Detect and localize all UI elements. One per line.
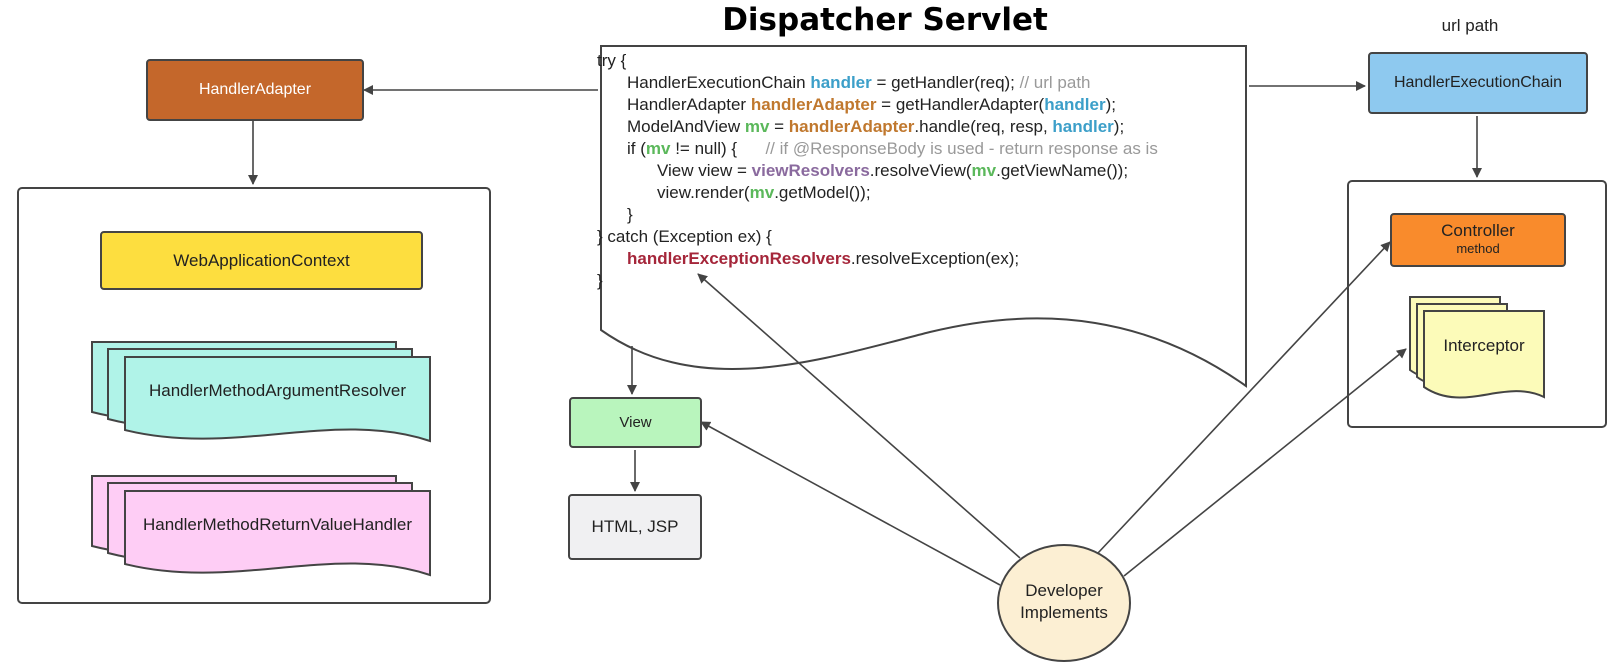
code-token: HandlerAdapter — [627, 95, 751, 114]
dispatcher-servlet-shape — [600, 45, 1247, 388]
code-token-mv: mv — [645, 139, 671, 158]
interceptor-label: Interceptor — [1443, 336, 1525, 355]
code-comment: // url path — [1019, 73, 1091, 92]
arrow-developer-to-controller — [1097, 241, 1391, 554]
code-token: ); — [1113, 117, 1125, 136]
code-token: .getViewName()); — [996, 161, 1129, 180]
code-token-handler-adapter: handlerAdapter — [788, 117, 915, 136]
code-line-11: } — [597, 270, 1217, 292]
developer-line: Developer — [1025, 581, 1103, 600]
code-line-5: if (mv != null) { // if @ResponseBody is… — [597, 138, 1217, 160]
code-token: if ( — [627, 139, 646, 158]
code-token: .resolveException(ex); — [850, 249, 1020, 268]
code-token: } — [597, 271, 603, 290]
code-token: = getHandlerAdapter( — [876, 95, 1045, 114]
code-token-handler: handler — [1044, 95, 1106, 114]
web-application-context-label: WebApplicationContext — [173, 250, 350, 270]
code-token: = — [769, 117, 789, 136]
return-value-handler-stack — [91, 475, 431, 577]
code-token-handler-adapter: handlerAdapter — [750, 95, 877, 114]
html-jsp-box: HTML, JSP — [568, 494, 702, 560]
code-token: ModelAndView — [627, 117, 745, 136]
code-line-3: HandlerAdapter handlerAdapter = getHandl… — [597, 94, 1217, 116]
code-line-9: } catch (Exception ex) { — [597, 226, 1217, 248]
code-token-handler: handler — [1052, 117, 1114, 136]
code-token: } catch (Exception ex) { — [597, 227, 772, 246]
code-token: try { — [597, 51, 627, 70]
code-line-1: try { — [597, 50, 1217, 72]
code-line-2: HandlerExecutionChain handler = getHandl… — [597, 72, 1217, 94]
code-token-mv: mv — [744, 117, 770, 136]
code-token: = getHandler(req); — [871, 73, 1020, 92]
implements-line: Implements — [1020, 603, 1108, 622]
code-token: .getModel()); — [774, 183, 871, 202]
code-token: } — [627, 205, 633, 224]
code-line-8: } — [597, 204, 1217, 226]
arrow-developer-to-view — [700, 421, 1001, 586]
code-token: .handle(req, resp, — [914, 117, 1053, 136]
developer-implements-label: Developer Implements — [1000, 580, 1128, 624]
controller-box: Controller method — [1390, 213, 1566, 267]
code-token-view-resolvers: viewResolvers — [751, 161, 870, 180]
handler-adapter-label: HandlerAdapter — [198, 81, 312, 98]
view-box: View — [569, 397, 702, 448]
left-container — [17, 187, 491, 604]
code-line-4: ModelAndView mv = handlerAdapter.handle(… — [597, 116, 1217, 138]
code-token: ); — [1105, 95, 1116, 114]
code-token-exception-resolvers: handlerExceptionResolvers — [627, 249, 851, 268]
code-token-handler: handler — [810, 73, 872, 92]
handler-execution-chain-label: HandlerExecutionChain — [1393, 74, 1563, 91]
argument-resolver-label: HandlerMethodArgumentResolver — [148, 381, 407, 400]
handler-adapter-box: HandlerAdapter — [146, 59, 364, 121]
return-value-handler-label: HandlerMethodReturnValueHandler — [142, 515, 412, 534]
controller-method-label: method — [1456, 241, 1500, 256]
code-line-6: View view = viewResolvers.resolveView(mv… — [597, 160, 1217, 182]
controller-label: Controller — [1441, 221, 1515, 240]
argument-resolver-stack — [91, 341, 431, 443]
code-comment: // if @ResponseBody is used - return res… — [765, 139, 1158, 158]
code-token: View view = — [657, 161, 752, 180]
code-line-7: view.render(mv.getModel()); — [597, 182, 1217, 204]
url-path-label: url path — [1441, 16, 1499, 35]
code-line-10: handlerExceptionResolvers.resolveExcepti… — [597, 248, 1217, 270]
developer-implements-circle — [997, 544, 1131, 662]
diagram-title: Dispatcher Servlet — [722, 2, 1048, 38]
arrow-developer-to-exception-resolvers — [697, 273, 1021, 559]
arrow-developer-to-interceptor — [1123, 348, 1407, 577]
view-label: View — [619, 414, 652, 431]
handler-execution-chain-box: HandlerExecutionChain — [1368, 52, 1588, 114]
dispatcher-code-block: try { HandlerExecutionChain handler = ge… — [597, 50, 1217, 292]
code-token: HandlerExecutionChain — [627, 73, 811, 92]
html-jsp-label: HTML, JSP — [591, 517, 679, 536]
interceptor-stack — [1409, 296, 1545, 399]
code-token: view.render( — [657, 183, 750, 202]
connectors — [248, 81, 1482, 586]
right-container — [1347, 180, 1607, 428]
web-application-context-box: WebApplicationContext — [100, 231, 423, 290]
code-token: != null) { — [670, 139, 766, 158]
code-token: .resolveView( — [869, 161, 972, 180]
code-token-mv: mv — [749, 183, 775, 202]
code-token-mv: mv — [971, 161, 997, 180]
